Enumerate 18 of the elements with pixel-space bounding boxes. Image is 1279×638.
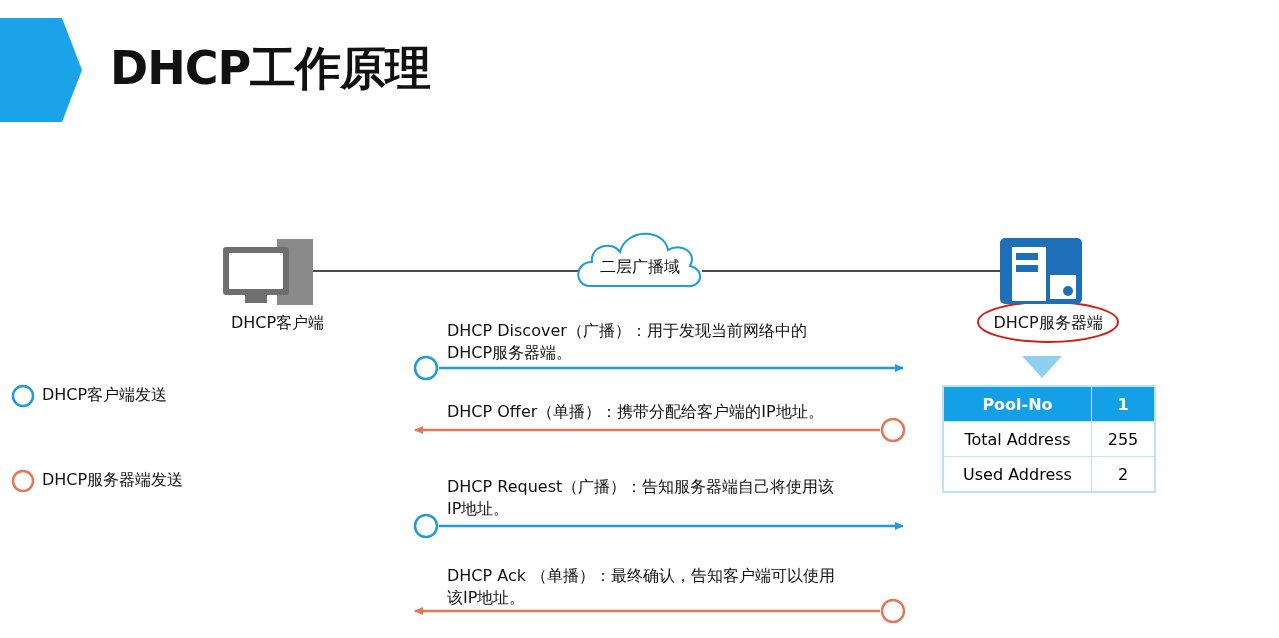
node-label: DHCP客户端	[229, 313, 326, 334]
cloud-label: 二层广播域	[599, 257, 681, 278]
legend-label: DHCP客户端发送	[42, 385, 168, 406]
message-arrow	[414, 426, 880, 434]
table-cell: Total Address	[944, 422, 1092, 457]
table-cell: Used Address	[944, 457, 1092, 492]
legend-label: DHCP服务器端发送	[42, 470, 184, 491]
header-cell: Pool-No	[944, 387, 1092, 422]
message-arrow	[439, 364, 904, 372]
message-arrow	[439, 522, 904, 530]
title: DHCP工作原理	[110, 40, 431, 97]
header-cell: 1	[1092, 387, 1154, 422]
node-label: DHCP服务器端	[992, 313, 1104, 334]
connection-line	[312, 270, 579, 272]
connection-line	[701, 270, 1001, 272]
message-arrow	[414, 607, 880, 615]
table-cell: 255	[1092, 422, 1154, 457]
table-cell: 2	[1092, 457, 1154, 492]
